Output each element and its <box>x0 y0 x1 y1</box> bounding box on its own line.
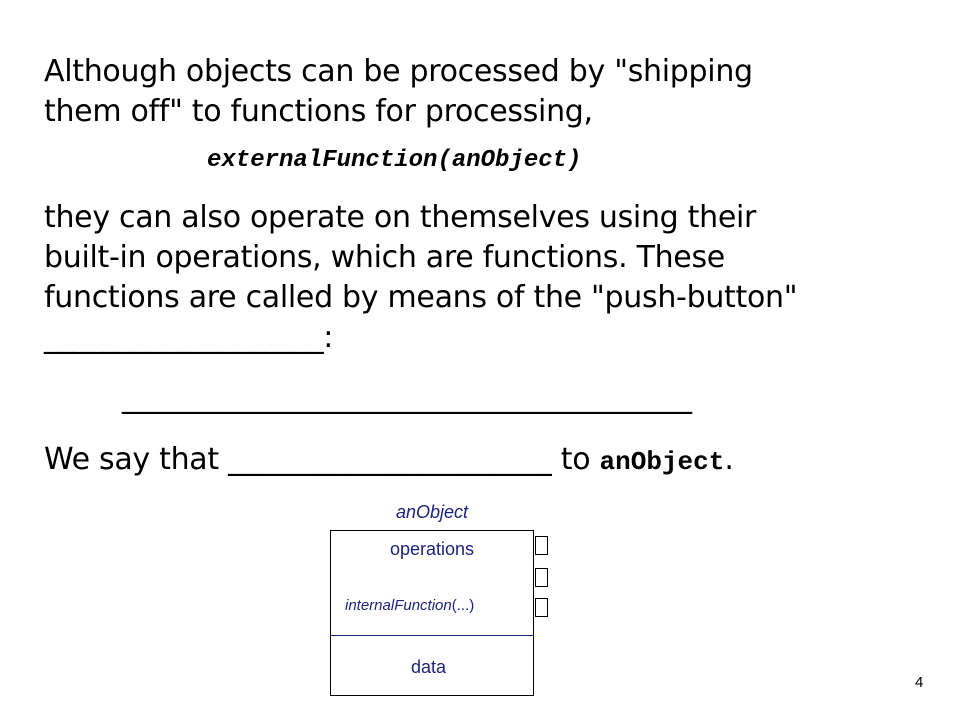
internal-function-args: (...) <box>451 597 475 614</box>
fill-in-blank-line: ______________________________________ <box>122 380 692 415</box>
operations-line-4-blank: ___________________: <box>44 320 334 355</box>
internal-function-name: internalFunction <box>345 597 452 614</box>
operations-label: operations <box>390 539 475 559</box>
object-divider <box>331 635 533 636</box>
operations-paragraph: they can also operate on themselves usin… <box>44 198 798 358</box>
push-button-3 <box>535 598 548 617</box>
say-blank: ______________________ <box>228 442 552 477</box>
intro-line-1: Although objects can be processed by "sh… <box>44 54 753 89</box>
operations-line-3: functions are called by means of the "pu… <box>44 280 798 315</box>
external-function-code: externalFunction(anObject) <box>207 147 582 174</box>
internal-function-label: internalFunction(...) <box>345 597 474 614</box>
push-button-2 <box>535 568 548 587</box>
object-diagram-box: operations internalFunction(...) data <box>330 530 534 696</box>
say-suffix: . <box>724 442 734 477</box>
operations-line-1: they can also operate on themselves usin… <box>44 200 757 235</box>
intro-line-2: them off" to functions for processing, <box>44 94 593 129</box>
say-to: to <box>560 442 591 477</box>
page-number: 4 <box>915 674 924 691</box>
operations-line-2: built-in operations, which are functions… <box>44 240 725 275</box>
intro-paragraph: Although objects can be processed by "sh… <box>44 52 753 132</box>
say-object-name: anObject <box>599 447 725 477</box>
say-line: We say that ______________________ to an… <box>44 440 734 482</box>
data-label: data <box>411 657 447 677</box>
object-name-label: anObject <box>396 502 469 522</box>
push-button-1 <box>535 536 548 555</box>
say-prefix: We say that <box>44 442 219 477</box>
